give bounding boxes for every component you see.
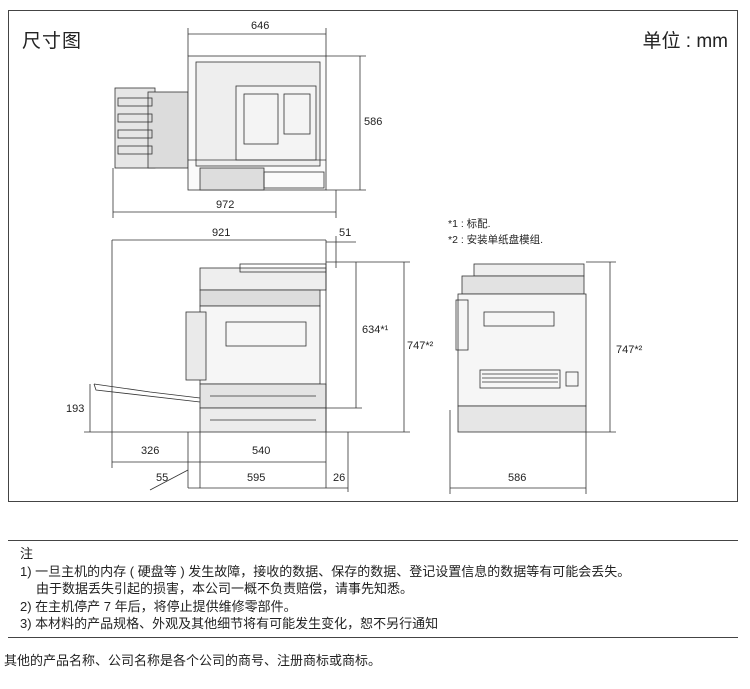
notes-heading: 注 <box>20 546 34 561</box>
dim-top-width: 646 <box>251 20 270 32</box>
dim-tray-height: 193 <box>66 403 85 415</box>
dim-body-width: 540 <box>252 445 271 457</box>
page-title: 尺寸图 <box>22 31 83 52</box>
dim-front-total: 921 <box>212 227 231 239</box>
unit-label: 单位 : mm <box>642 31 729 52</box>
dim-side-depth: 586 <box>508 472 527 484</box>
dim-left-gap: 55 <box>156 472 169 484</box>
dim-front-height-main: 634*¹ <box>362 324 389 336</box>
dim-top-total: 972 <box>216 199 235 211</box>
dim-front-right: 51 <box>339 227 352 239</box>
dim-front-height-full: 747*² <box>407 340 434 352</box>
note-2: 2) 在主机停产 7 年后，将停止提供维修零部件。 <box>20 598 297 614</box>
front-view-machine <box>93 263 327 433</box>
note-1: 1) 一旦主机的内存 ( 硬盘等 ) 发生故障，接收的数据、保存的数据、登记设置… <box>20 563 631 579</box>
notes-section: 注 1) 一旦主机的内存 ( 硬盘等 ) 发生故障，接收的数据、保存的数据、登记… <box>8 540 738 638</box>
note-3: 3) 本材料的产品规格、外观及其他细节将有可能发生变化，恕不另行通知 <box>20 616 439 631</box>
top-view-machine <box>114 55 327 191</box>
dim-right-gap: 26 <box>333 472 346 484</box>
side-view-machine <box>455 263 587 433</box>
footnote-1: *1 : 标配. <box>448 218 491 230</box>
dim-base-width: 595 <box>247 472 266 484</box>
footer-text: 其他的产品名称、公司名称是各个公司的商号、注册商标或商标。 <box>4 653 382 668</box>
dim-side-height: 747*² <box>616 344 643 356</box>
note-1-continued: 由于数据丢失引起的损害，本公司一概不负责赔偿，请事先知悉。 <box>36 581 414 596</box>
footnote-2: *2 : 安装单纸盘模组. <box>448 234 544 246</box>
dim-tray-extension: 326 <box>141 445 160 457</box>
dim-top-depth: 586 <box>364 116 383 128</box>
dimension-panel <box>8 10 738 502</box>
